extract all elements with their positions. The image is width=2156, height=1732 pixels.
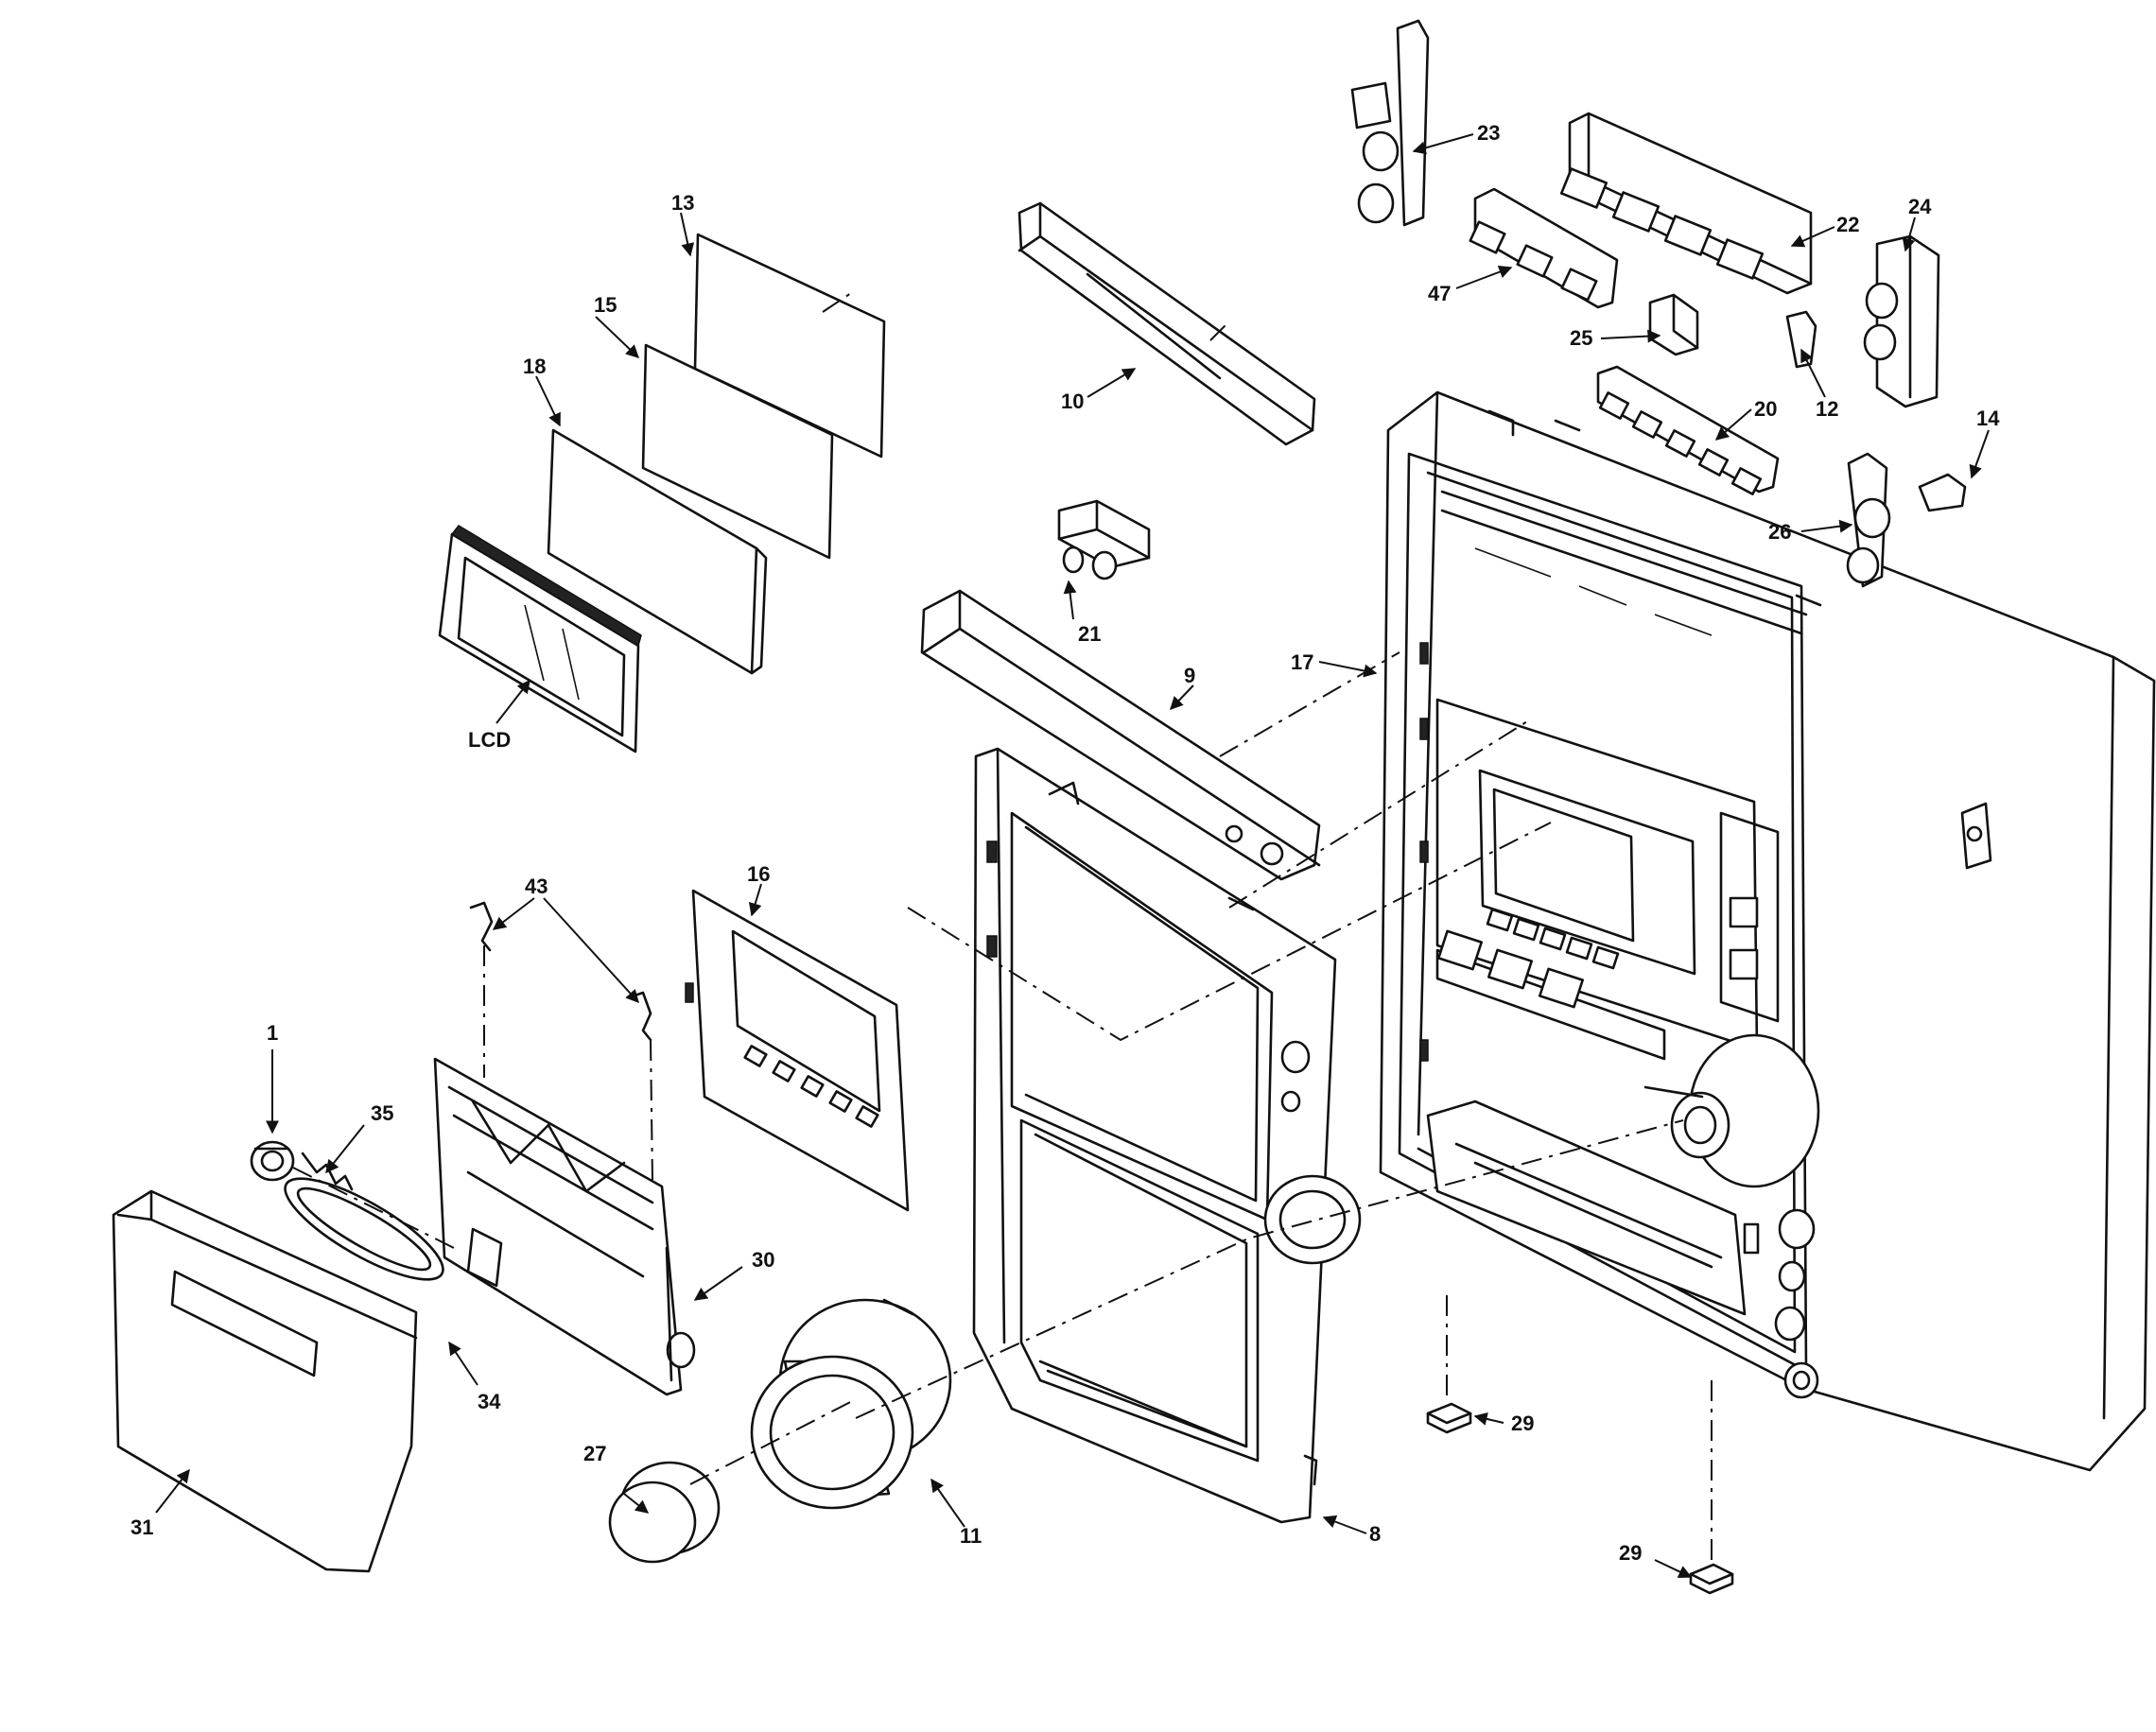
- upper-bar-part-10: [1017, 201, 1316, 446]
- panel-part-13: [693, 233, 886, 459]
- lower-bar-part-9: [920, 589, 1321, 881]
- callout-14: 14: [1976, 407, 2000, 430]
- switch-part-47: [1469, 187, 1619, 309]
- callout-35: 35: [371, 1101, 393, 1125]
- callout-20: 20: [1754, 397, 1777, 421]
- callout-13: 13: [671, 191, 694, 215]
- cylinder-part-11: [750, 1298, 952, 1510]
- display-window-part-16: [685, 889, 910, 1212]
- callout-30: 30: [752, 1248, 774, 1272]
- panel-part-18: [547, 428, 768, 675]
- callout-1: 1: [267, 1021, 278, 1045]
- callout-43: 43: [525, 875, 548, 898]
- cap-part-27: [608, 1461, 721, 1564]
- knob-part-1: [250, 1140, 295, 1182]
- switch-part-20: [1596, 365, 1780, 495]
- lcd-part: [438, 525, 642, 753]
- foot-part-29-a: [1426, 1402, 1472, 1434]
- switch-part-21: [1057, 499, 1151, 580]
- deck-buttons: [1486, 908, 1620, 970]
- front-cabinet-part-17: [1379, 390, 2156, 1472]
- switch-part-23: [1350, 19, 1430, 227]
- callout-23: 23: [1477, 121, 1500, 145]
- assembly-lines: [292, 292, 1713, 1560]
- callout-lcd: LCD: [468, 728, 511, 752]
- callout-21: 21: [1078, 622, 1101, 646]
- ring-part-34: [284, 1177, 444, 1281]
- callout-12: 12: [1816, 397, 1838, 421]
- switch-part-24: [1863, 234, 1940, 408]
- callout-24: 24: [1908, 195, 1932, 218]
- display-window-buttons: [743, 1045, 879, 1128]
- callout-47: 47: [1428, 282, 1451, 305]
- callout-31: 31: [130, 1516, 153, 1539]
- callout-29-b: 29: [1619, 1541, 1642, 1565]
- switch-part-26: [1846, 452, 1891, 588]
- callout-22: 22: [1836, 213, 1859, 236]
- panel-part-15: [641, 343, 834, 560]
- front-frame-part-8: [972, 747, 1362, 1524]
- callout-25: 25: [1570, 326, 1592, 350]
- callout-9: 9: [1184, 664, 1195, 687]
- callout-15: 15: [594, 293, 617, 317]
- callout-leaders: [155, 133, 1990, 1578]
- clip-part-12: [1785, 310, 1817, 369]
- callout-18: 18: [523, 355, 546, 378]
- callout-labels: 1 8 9 10 11 12 13 14 15 16 17 18 20 21 2…: [130, 121, 2000, 1565]
- switch-part-22: [1559, 112, 1813, 295]
- callout-16: 16: [747, 862, 770, 886]
- clip-part-25: [1648, 293, 1699, 356]
- callout-34: 34: [478, 1390, 501, 1413]
- spring-parts-43: [469, 901, 652, 1042]
- callout-27: 27: [583, 1442, 606, 1465]
- clip-part-14: [1918, 473, 1967, 512]
- callout-8: 8: [1369, 1522, 1381, 1546]
- callout-29-a: 29: [1511, 1412, 1534, 1435]
- foot-part-29-b: [1689, 1563, 1734, 1595]
- cassette-holder-part-30: [433, 1057, 696, 1396]
- callout-26: 26: [1768, 520, 1791, 544]
- callout-11: 11: [960, 1524, 982, 1548]
- callout-10: 10: [1061, 390, 1084, 413]
- callout-17: 17: [1291, 650, 1313, 674]
